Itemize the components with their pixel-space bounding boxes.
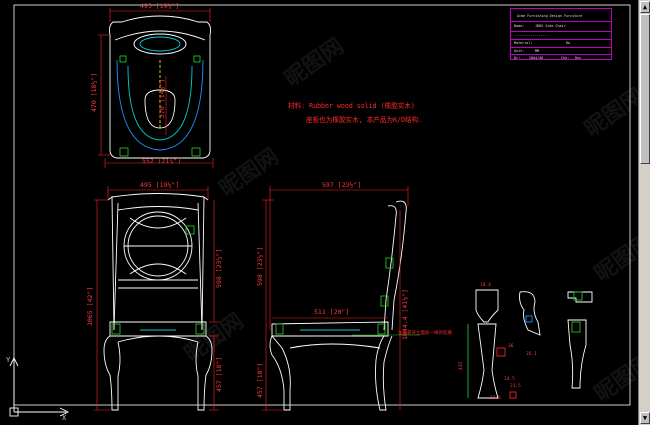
dim-top-width: 495 [19¼"] — [140, 2, 180, 10]
title-checked-label: Chk: — [561, 56, 570, 60]
title-row3: ---------------- — [514, 33, 547, 37]
dim-top-depth: 470 [18½"] — [90, 72, 98, 112]
dim-detail-b: 36 — [508, 344, 514, 349]
title-name-label: Name: — [514, 24, 525, 28]
dim-detail-e: 16.5 — [490, 396, 501, 401]
title-material-label: Material: — [514, 41, 533, 45]
side-view-dimensions — [262, 186, 420, 411]
dim-front-height: 1065 [42"] — [86, 286, 94, 326]
dim-detail-g: 18.4 — [480, 283, 491, 288]
title-drawn-value: 2004/00 — [529, 56, 544, 60]
scroll-up-arrow-icon[interactable]: ▲ — [640, 1, 650, 13]
dim-top-inner: 370 [14½"] — [158, 78, 166, 118]
drawing-border — [13, 4, 631, 406]
detail-rail — [567, 291, 593, 389]
scroll-down-arrow-icon[interactable]: ▼ — [640, 412, 650, 424]
title-unit-label: Unit: — [514, 49, 525, 53]
front-view-dimensions — [94, 186, 219, 411]
detail-leg — [467, 289, 517, 399]
dim-detail-a: 435 — [459, 361, 464, 370]
profile-callout: 左右靠背立面处一样的轮廓 — [398, 331, 452, 336]
title-material-value: Rw — [566, 41, 571, 45]
detail-bracket — [519, 291, 541, 336]
seat-horseshoe — [116, 59, 204, 151]
ucs-y-label: Y — [6, 356, 11, 364]
top-view — [108, 15, 212, 159]
dim-detail-c: 21.5 — [510, 384, 521, 389]
title-block: Acme Furnishing Design Furniture Name: J… — [510, 8, 612, 60]
ucs-icon — [9, 356, 70, 417]
dim-front-seat-height: 457 [18"] — [215, 356, 223, 392]
dim-front-back-height: 598 [23½"] — [215, 248, 223, 288]
title-company: Acme Furnishing Design Furniture — [517, 14, 583, 18]
side-seat — [271, 321, 389, 337]
dim-front-width: 495 [19¼"] — [140, 181, 180, 189]
ucs-x-label: X — [62, 414, 67, 422]
dim-detail-d: 14.5 — [504, 377, 515, 382]
side-view — [269, 200, 407, 411]
dim-side-depth: 597 [23½"] — [322, 181, 362, 189]
dim-side-seat-depth: 511 [20"] — [314, 308, 350, 316]
front-view — [103, 193, 213, 411]
dim-detail-f: 35.1 — [526, 352, 537, 357]
dim-side-total: 1044.4 [41⅛"] — [401, 289, 409, 340]
construction-note: 座板也为橡胶实木, 本产品为K/D结构. — [306, 116, 423, 124]
dim-top-bottom-width: 552 [21¾"] — [142, 157, 182, 165]
dim-side-seat-height: 457 [18"] — [256, 362, 264, 398]
material-note: 材料: Rubber wood solid (橡胶实木) — [288, 102, 415, 110]
title-drawn-label: Dr: — [514, 56, 521, 60]
vertical-scrollbar[interactable]: ▲ ▼ — [638, 0, 650, 425]
title-name-value: JB65 Side Chair — [535, 24, 566, 28]
title-unit-value: MM — [535, 49, 540, 53]
scroll-thumb[interactable] — [640, 14, 650, 164]
title-checked-value: Rev — [575, 56, 582, 60]
dim-side-back-height: 598 [23½"] — [256, 246, 264, 286]
top-view-dimensions — [98, 8, 214, 168]
